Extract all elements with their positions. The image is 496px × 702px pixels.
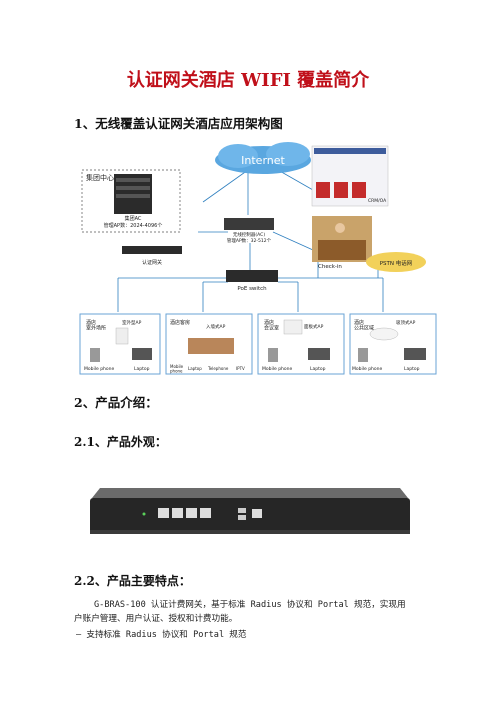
- ac-device: [224, 218, 274, 230]
- zone-room-ap: 入墙式AP: [206, 323, 226, 330]
- ethernet-port: [172, 508, 183, 518]
- zone-outdoor: 酒店室外场所 室外型AP Mobile phone Laptop: [79, 313, 161, 375]
- zone-room-name: 酒店客房: [170, 319, 190, 326]
- zone-meeting: 酒店会议室 面板式AP Mobile phone Laptop: [257, 313, 345, 375]
- section-1-heading: 1、无线覆盖认证网关酒店应用架构图: [74, 116, 283, 131]
- usb-port: [238, 515, 246, 520]
- zone-public-name: 酒店公共区域: [354, 319, 374, 332]
- zone-outdoor-device-2: Laptop: [134, 366, 150, 372]
- zone-meeting-ap: 面板式AP: [304, 323, 324, 330]
- ac-mgmt-label: 管理AP数：32-512个: [227, 237, 272, 244]
- zone-outdoor-ap: 室外型AP: [122, 319, 142, 326]
- poe-switch-device: [226, 270, 278, 282]
- group-center-box: [81, 169, 181, 233]
- section-2-2-heading: 2.2、产品主要特点：: [74, 574, 191, 588]
- zone-public-device-1: Mobile phone: [352, 366, 383, 372]
- zone-room-device-2: Laptop: [188, 366, 202, 371]
- checkin-label: Check-in: [318, 264, 342, 270]
- paragraph-line-1: G-BRAS-100 认证计费网关，基于标准 Radius 协议和 Portal…: [94, 600, 406, 610]
- ac-label: 无线控制器(AC): [233, 231, 265, 238]
- section-2-1-heading: 2.1、产品外观：: [74, 435, 167, 449]
- zone-public-ap: 吸顶式AP: [396, 319, 416, 326]
- architecture-diagram: Internet 集团中心 集团AC 管理AP数：2024-4096个 认证网关…: [78, 140, 438, 378]
- internet-label: Internet: [241, 154, 285, 167]
- paragraph-line-2: 户账户管理、用户认证、授权和计费功能。: [74, 614, 238, 624]
- auth-gateway-label: 认证网关: [142, 259, 162, 266]
- group-ac-label: 集团AC: [125, 215, 142, 222]
- zone-meeting-device-1: Mobile phone: [262, 366, 293, 372]
- section-2-heading: 2、产品介绍：: [74, 395, 158, 410]
- pstn-label: PSTN 电话网: [380, 259, 413, 267]
- architecture-diagram-svg: Internet 集团中心 集团AC 管理AP数：2024-4096个 认证网关…: [79, 142, 437, 375]
- zone-room-device-3: Telephone: [207, 366, 229, 371]
- zone-room-device-4: IPTV: [236, 366, 245, 371]
- product-image: [80, 480, 420, 550]
- ethernet-port: [200, 508, 211, 518]
- bullet-1: – 支持标准 Radius 协议和 Portal 规范: [76, 630, 247, 640]
- group-center-label: 集团中心: [86, 173, 114, 182]
- zone-public-device-2: Laptop: [404, 366, 420, 372]
- console-port: [252, 509, 262, 518]
- poe-switch-label: PoE switch: [237, 286, 267, 292]
- usb-port: [238, 508, 246, 513]
- zone-outdoor-device-1: Mobile phone: [84, 366, 115, 372]
- pstn-cloud: [366, 252, 426, 272]
- auth-gateway-device: [122, 246, 182, 254]
- zone-outdoor-name: 酒店室外场所: [86, 319, 106, 332]
- ethernet-port: [158, 508, 169, 518]
- group-ac-mgmt: 管理AP数：2024-4096个: [104, 222, 163, 229]
- zone-public: 酒店公共区域 吸顶式AP Mobile phone Laptop: [349, 313, 437, 375]
- internet-cloud: Internet: [215, 142, 311, 174]
- network-lines: [117, 169, 384, 312]
- zone-meeting-name: 酒店会议室: [264, 319, 279, 332]
- crm-label: CRM/OA: [368, 198, 387, 204]
- document-title: 认证网关酒店 WIFI 覆盖简介: [126, 70, 370, 91]
- ethernet-port: [186, 508, 197, 518]
- device-body: [90, 498, 410, 534]
- zone-meeting-device-2: Laptop: [310, 366, 326, 372]
- status-led: [142, 512, 146, 516]
